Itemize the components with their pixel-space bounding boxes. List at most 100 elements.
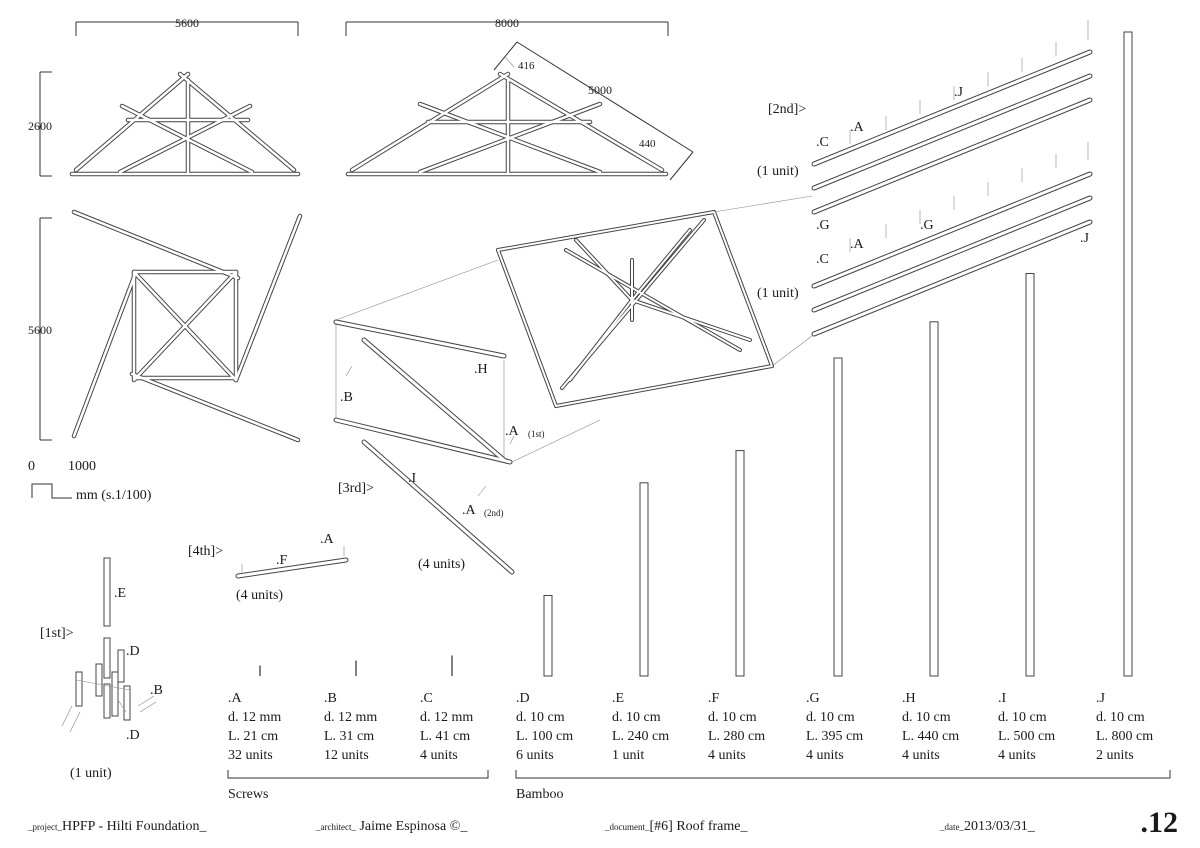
part-units: 4 units <box>420 748 458 763</box>
part-length: L. 41 cm <box>420 729 470 744</box>
label-d-2: .D <box>126 728 140 743</box>
part-length: L. 800 cm <box>1096 729 1153 744</box>
part-diameter: d. 10 cm <box>612 710 661 725</box>
dim-diag-2: 5000 <box>588 83 612 97</box>
part-id: .I <box>998 691 1007 706</box>
footer-architect-label: _architect_ <box>315 822 356 832</box>
callout-second-layer: [2nd]> <box>768 102 806 117</box>
footer-document-label: _document_ <box>604 822 650 832</box>
label-a-1: .A <box>850 120 865 135</box>
footer-architect: _architect_ Jaime Espinosa ©_ <box>315 819 468 834</box>
footer-document: _document_[#6] Roof frame_ <box>604 819 748 834</box>
part-diameter: d. 10 cm <box>902 710 951 725</box>
footer: _project_HPFP - Hilti Foundation_ _archi… <box>27 806 1178 839</box>
layer-fourth-bars: [4th]> .F .A (4 units) <box>188 532 349 603</box>
dim-diag-3: 440 <box>639 138 656 150</box>
part-id: .C <box>420 691 433 706</box>
scale-zero: 0 <box>28 459 35 474</box>
label-f: .F <box>276 553 288 568</box>
callout-third-layer: [3rd]> <box>338 481 374 496</box>
scale-thousand: 1000 <box>68 459 96 474</box>
elevation-front: 5600 2600 <box>28 16 301 177</box>
part-id: .A <box>228 691 243 706</box>
callout-fourth-layer: [4th]> <box>188 544 223 559</box>
part-diameter: d. 12 mm <box>420 710 473 725</box>
footer-date: _date_2013/03/31_ <box>939 819 1036 834</box>
dim-height: 2600 <box>28 119 52 133</box>
label-a-fourth: .A <box>320 532 335 547</box>
bamboo-piece <box>735 450 745 677</box>
part-id: .J <box>1096 691 1106 706</box>
bamboo-piece <box>1123 31 1133 677</box>
part-diameter: d. 12 mm <box>324 710 377 725</box>
part-units: 12 units <box>324 748 369 763</box>
scale-bar: 0 1000 mm (s.1/100) <box>28 459 152 503</box>
footer-architect-value: Jaime Espinosa ©_ <box>356 819 468 834</box>
label-j-2: .J <box>1080 231 1090 246</box>
label-c-2: .C <box>816 252 829 267</box>
plan-view: 5600 <box>28 209 303 443</box>
callout-four-units-third: (4 units) <box>418 557 465 572</box>
dim-top-width-2: 8000 <box>495 16 519 30</box>
label-e: .E <box>114 586 126 601</box>
part-diameter: d. 10 cm <box>1096 710 1145 725</box>
layer-second-bars: [2nd]> (1 unit) (1 unit) .C .A .J .G .G … <box>757 20 1093 337</box>
group-bamboo: Bamboo <box>516 787 563 802</box>
part-length: L. 100 cm <box>516 729 573 744</box>
part-length: L. 31 cm <box>324 729 374 744</box>
label-d-1: .D <box>126 644 140 659</box>
part-units: 32 units <box>228 748 273 763</box>
label-a-second: .A <box>462 503 477 518</box>
label-a-second-sub: (2nd) <box>484 508 504 518</box>
part-units: 6 units <box>516 748 554 763</box>
footer-project-label: _project_ <box>27 822 62 832</box>
part-id: .B <box>324 691 337 706</box>
part-units: 4 units <box>806 748 844 763</box>
label-c-1: .C <box>816 135 829 150</box>
part-diameter: d. 10 cm <box>516 710 565 725</box>
bamboo-piece <box>929 321 939 677</box>
group-screws: Screws <box>228 787 268 802</box>
part-length: L. 440 cm <box>902 729 959 744</box>
callout-one-unit-b: (1 unit) <box>757 286 799 301</box>
label-b-first: .B <box>150 683 163 698</box>
bamboo-piece <box>543 595 553 677</box>
bamboo-piece <box>639 482 649 677</box>
part-diameter: d. 10 cm <box>806 710 855 725</box>
part-length: L. 240 cm <box>612 729 669 744</box>
scale-unit: mm (s.1/100) <box>76 488 152 503</box>
label-a-first-sub: (1st) <box>528 429 545 439</box>
part-diameter: d. 10 cm <box>708 710 757 725</box>
part-units: 4 units <box>902 748 940 763</box>
label-j-1: .J <box>954 85 964 100</box>
bamboo-piece <box>833 357 843 677</box>
part-units: 1 unit <box>612 748 644 763</box>
part-diameter: d. 10 cm <box>998 710 1047 725</box>
page-number: .12 <box>1141 806 1179 839</box>
part-id: .E <box>612 691 624 706</box>
footer-date-value: 2013/03/31_ <box>964 819 1036 834</box>
layer-third-bars: .B .H .A (1st) [3rd]> .I .A (2nd) (4 uni… <box>333 319 545 575</box>
part-diameter: d. 12 mm <box>228 710 281 725</box>
callout-first-layer: [1st]> <box>40 626 74 641</box>
label-g-2: .G <box>920 218 934 233</box>
part-units: 4 units <box>708 748 746 763</box>
footer-project-value: HPFP - Hilti Foundation_ <box>62 819 208 834</box>
label-a-2: .A <box>850 237 865 252</box>
callout-one-unit-a: (1 unit) <box>757 164 799 179</box>
dim-plan-side: 5600 <box>28 323 52 337</box>
part-id: .G <box>806 691 820 706</box>
label-h: .H <box>474 362 488 377</box>
part-units: 2 units <box>1096 748 1134 763</box>
part-id: .D <box>516 691 530 706</box>
callout-four-units-fourth: (4 units) <box>236 588 283 603</box>
part-units: 4 units <box>998 748 1036 763</box>
part-id: .F <box>708 691 720 706</box>
callout-one-unit-first: (1 unit) <box>70 766 112 781</box>
label-a-first: .A <box>505 424 520 439</box>
label-g-1: .G <box>816 218 830 233</box>
group-brackets: Screws Bamboo <box>227 770 1171 802</box>
label-b: .B <box>340 390 353 405</box>
footer-project: _project_HPFP - Hilti Foundation_ <box>27 819 208 834</box>
